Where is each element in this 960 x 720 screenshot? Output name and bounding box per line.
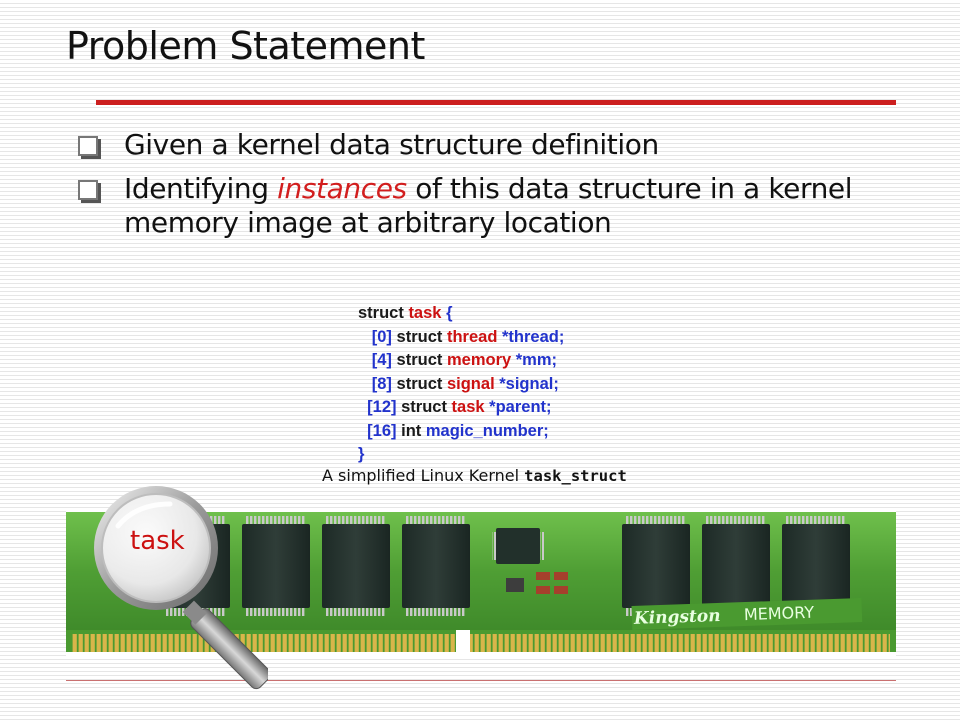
code-keyword: int xyxy=(401,421,422,440)
code-offset: [16] xyxy=(367,421,397,440)
magnifier-label: task xyxy=(130,526,185,556)
code-brace: } xyxy=(358,445,365,463)
code-type: task xyxy=(451,398,485,416)
bullet-emphasis: instances xyxy=(277,172,407,205)
code-field: *parent; xyxy=(489,398,552,416)
code-keyword: struct xyxy=(401,398,447,416)
code-keyword: struct xyxy=(396,351,443,369)
code-type: signal xyxy=(446,374,495,393)
caption-text: A simplified Linux Kernel xyxy=(322,466,525,485)
gold-contacts xyxy=(72,634,456,652)
code-offset: [0] xyxy=(371,327,392,346)
code-line: [8] struct signal *signal; xyxy=(358,373,564,397)
code-offset: [8] xyxy=(371,374,392,393)
checkbox-bullet-icon xyxy=(78,180,98,200)
bottom-divider xyxy=(66,680,896,681)
resistor-array xyxy=(506,572,568,594)
code-keyword: struct xyxy=(358,304,404,322)
magnifying-glass-icon xyxy=(94,486,268,690)
bullet-item: Identifying instances of this data struc… xyxy=(78,172,898,240)
memory-chip xyxy=(622,516,690,616)
svg-text:MEMORY: MEMORY xyxy=(744,603,815,624)
code-type: thread xyxy=(446,327,498,346)
code-type: memory xyxy=(446,351,512,369)
bullet-text: Given a kernel data structure definition xyxy=(124,128,659,161)
ram-label: Kingston MEMORY xyxy=(631,597,863,630)
title-divider xyxy=(96,100,896,105)
slide-title: Problem Statement xyxy=(66,24,425,68)
memory-chip xyxy=(322,516,390,616)
code-offset: [4] xyxy=(371,351,392,369)
code-brace: { xyxy=(446,304,453,322)
gold-contacts xyxy=(470,634,890,652)
code-line: struct task { xyxy=(358,302,564,326)
bullet-text-post: of this data structure in a kernel memor… xyxy=(124,172,853,239)
code-type: task xyxy=(408,304,442,322)
caption-code: task_struct xyxy=(524,467,627,485)
code-line: [12] struct task *parent; xyxy=(358,396,564,420)
bullet-item: Given a kernel data structure definition xyxy=(78,128,898,162)
code-line: [0] struct thread *thread; xyxy=(358,326,565,350)
code-field: magic_number; xyxy=(425,421,549,440)
checkbox-bullet-icon xyxy=(78,136,98,156)
code-line: [4] struct memory *mm; xyxy=(358,349,564,373)
svg-text:Kingston: Kingston xyxy=(633,606,721,629)
memory-chip xyxy=(242,516,310,616)
bullet-list: Given a kernel data structure definition… xyxy=(78,128,898,250)
memory-chip xyxy=(402,516,470,616)
code-field: *thread; xyxy=(502,327,565,346)
memory-chip xyxy=(702,516,770,616)
code-line: [16] int magic_number; xyxy=(358,420,564,444)
code-field: *signal; xyxy=(499,374,559,393)
spd-chip xyxy=(492,528,544,564)
code-field: *mm; xyxy=(515,351,558,369)
figure-caption: A simplified Linux Kernel task_struct xyxy=(322,466,627,485)
struct-definition: struct task { [0] struct thread *thread;… xyxy=(358,302,564,467)
bullet-text-pre: Identifying xyxy=(124,172,278,205)
code-keyword: struct xyxy=(396,327,443,346)
code-keyword: struct xyxy=(396,374,443,393)
code-offset: [12] xyxy=(367,398,397,416)
